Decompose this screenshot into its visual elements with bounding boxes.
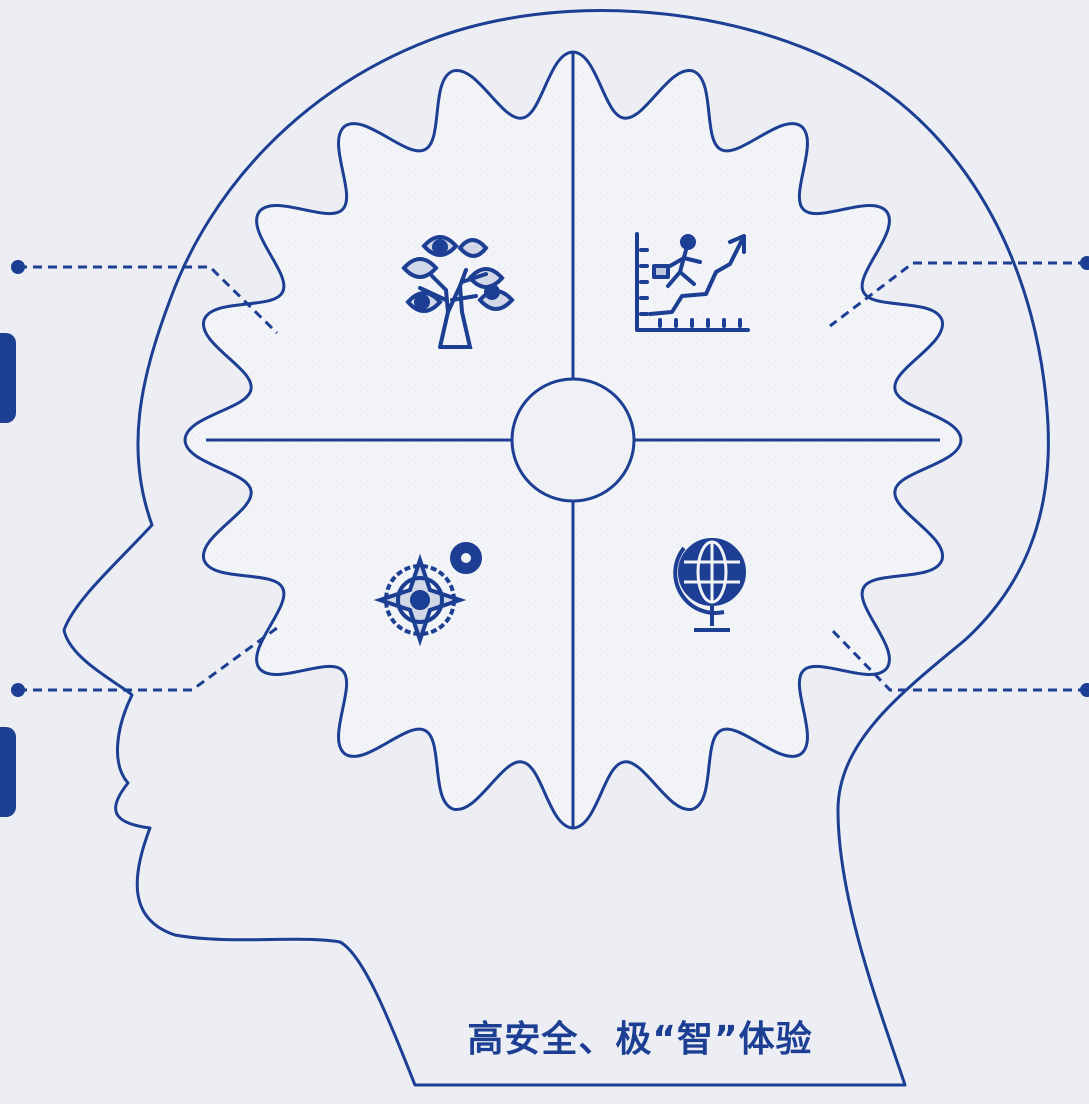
callout-dot-top-right <box>1080 256 1089 270</box>
callout-dot-bottom-right <box>1080 683 1089 697</box>
callout-top-left <box>18 265 279 335</box>
growth-chart-icon <box>635 232 750 332</box>
callout-dot-top-left <box>11 260 25 274</box>
globe-icon <box>673 538 746 632</box>
center-hub <box>510 377 636 503</box>
tree-icon <box>401 235 515 349</box>
head-outline <box>62 9 1050 1087</box>
caption-text: 高安全、极“智”体验 <box>467 1019 813 1060</box>
side-tab-top[interactable] <box>0 333 16 423</box>
callout-bottom-left <box>18 626 278 692</box>
side-tab-bottom[interactable] <box>0 727 16 817</box>
callout-dot-bottom-left <box>11 683 25 697</box>
callout-top-right <box>829 261 1087 328</box>
callout-bottom-right <box>828 626 1087 692</box>
gears-icon <box>373 542 482 647</box>
